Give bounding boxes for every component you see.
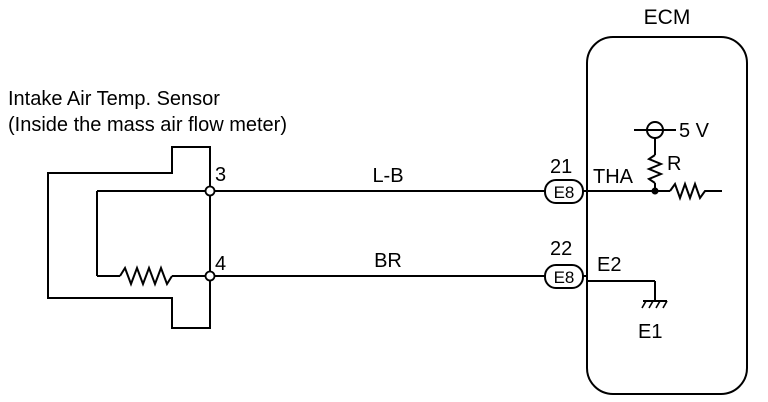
tha-resistor — [669, 181, 722, 201]
sensor-pin-3-label: 3 — [215, 164, 226, 186]
connector-e8-bottom-label: E8 — [554, 268, 575, 287]
pullup-resistor-label: R — [667, 153, 681, 175]
sensor-subtitle: (Inside the mass air flow meter) — [8, 114, 287, 136]
connector-pin-21: 21 — [550, 156, 572, 178]
ecm-title: ECM — [644, 6, 691, 29]
sensor-title: Intake Air Temp. Sensor — [8, 88, 220, 110]
ground-hatch — [641, 300, 668, 309]
thermistor-resistor — [119, 265, 173, 287]
wire-br-label: BR — [374, 250, 402, 272]
ecm-box — [586, 36, 748, 395]
e1-label: E1 — [638, 321, 662, 343]
pullup-resistor — [646, 154, 664, 184]
tha-label: THA — [593, 166, 634, 188]
e2-label: E2 — [597, 254, 621, 276]
sensor-pin-4-label: 4 — [215, 253, 226, 275]
sensor-internal-circuit — [96, 190, 210, 287]
wire-lb-label: L-B — [372, 165, 403, 187]
sensor-pin-4 — [204, 270, 216, 282]
supply-5v-label: 5 V — [679, 120, 710, 142]
sensor-housing — [47, 146, 211, 329]
connector-pin-22: 22 — [550, 238, 572, 260]
connector-e8-top-label: E8 — [554, 183, 575, 202]
sensor-pin-3 — [204, 185, 216, 197]
